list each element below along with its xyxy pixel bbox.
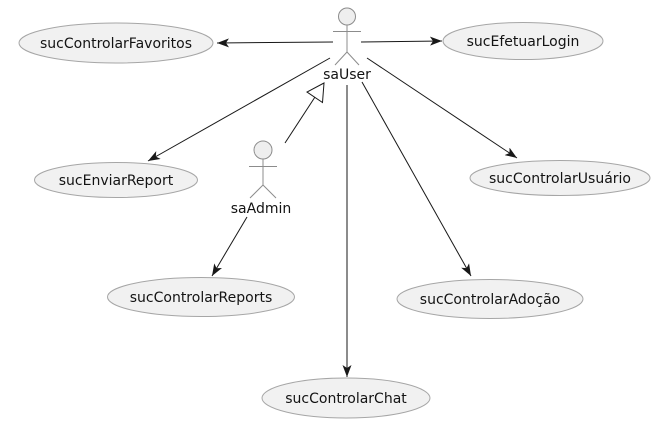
usecase-label: sucEfetuarLogin — [467, 34, 580, 50]
usecase-ellipse — [107, 277, 295, 317]
usecase-sucEfetuarLogin: sucEfetuarLogin — [442, 22, 604, 60]
generalization-hollow-triangle-icon — [306, 82, 325, 104]
usecase-sucControlarReports: sucControlarReports — [107, 277, 295, 317]
usecase-ellipse — [396, 279, 584, 319]
association-saUser-sucControlarFavoritos — [216, 38, 334, 48]
actor-head-icon — [338, 7, 356, 26]
association-saUser-sucControlarAdocao — [361, 81, 472, 277]
usecase-sucEnviarReport: sucEnviarReport — [34, 162, 198, 198]
association-saUser-sucControlarUsuario — [366, 57, 518, 159]
generalization-line — [284, 96, 316, 144]
association-saUser-sucEfetuarLogin — [360, 36, 443, 46]
usecase-label: sucControlarFavoritos — [40, 36, 192, 52]
usecase-ellipse — [18, 22, 214, 64]
relations-layer — [147, 36, 518, 377]
actor-saAdmin: saAdmin — [231, 140, 292, 217]
actor-saUser: saUser — [323, 7, 371, 83]
usecase-label: sucControlarUsuário — [489, 171, 631, 187]
actor-left-leg-icon — [249, 184, 264, 199]
usecase-sucControlarChat: sucControlarChat — [261, 377, 431, 419]
usecase-label: sucControlarChat — [285, 391, 407, 407]
usecase-ellipse — [34, 162, 198, 198]
usecase-ellipse — [442, 22, 604, 60]
usecase-label: sucEnviarReport — [59, 173, 174, 189]
actor-head-icon — [253, 140, 273, 160]
generalization-saAdmin-saUser — [284, 82, 325, 144]
usecase-sucControlarUsuario: sucControlarUsuário — [469, 160, 651, 196]
actor-label: saUser — [323, 67, 371, 83]
actor-right-leg-icon — [346, 51, 360, 66]
usecase-sucControlarAdocao: sucControlarAdoção — [396, 279, 584, 319]
usecase-label: sucControlarAdoção — [420, 292, 560, 308]
association-saAdmin-sucControlarReports — [211, 216, 248, 277]
usecase-ellipse — [261, 377, 431, 419]
actor-label: saAdmin — [231, 201, 292, 217]
association-saUser-sucEnviarReport — [147, 57, 331, 162]
usecase-ellipse — [469, 160, 651, 196]
usecase-sucControlarFavoritos: sucControlarFavoritos — [18, 22, 214, 64]
actor-left-leg-icon — [334, 51, 348, 66]
actor-right-leg-icon — [262, 184, 277, 199]
usecase-label: sucControlarReports — [130, 290, 273, 306]
